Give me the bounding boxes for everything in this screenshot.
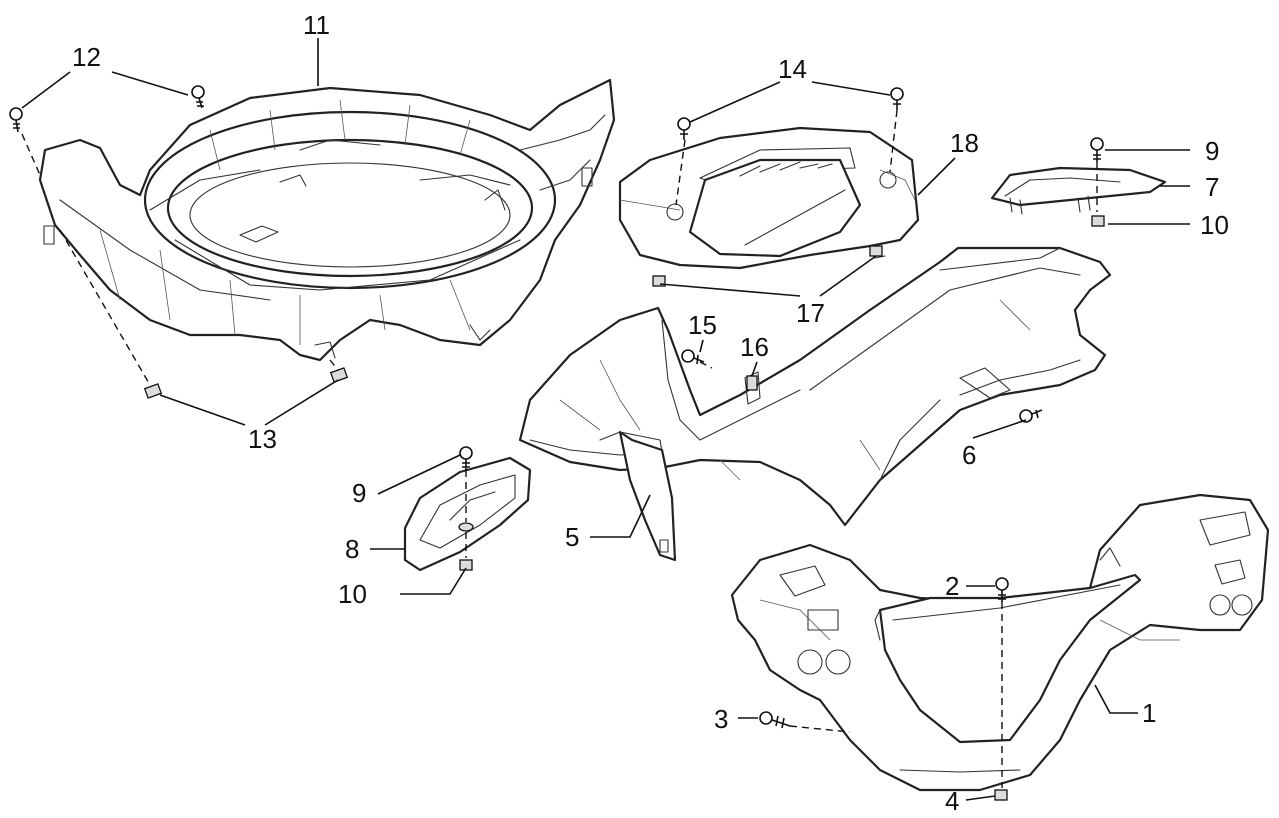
leader-6 bbox=[972, 419, 1027, 439]
callout-18: 18 bbox=[950, 128, 979, 158]
screw-3 bbox=[759, 711, 791, 729]
callout-14: 14 bbox=[778, 54, 807, 84]
callout-16: 16 bbox=[740, 332, 769, 362]
screw-12-left bbox=[9, 107, 23, 133]
leader-13 bbox=[159, 379, 339, 426]
callout-9-bottom: 9 bbox=[352, 478, 366, 508]
leader-18 bbox=[917, 157, 956, 196]
callout-11: 11 bbox=[303, 10, 330, 40]
clip-10-bottom bbox=[459, 559, 473, 571]
callout-6: 6 bbox=[962, 440, 976, 470]
screw-12-right bbox=[191, 85, 205, 109]
callout-9-top: 9 bbox=[1205, 136, 1219, 166]
leader-9-bottom bbox=[377, 454, 461, 495]
callout-15: 15 bbox=[688, 310, 717, 340]
leader-17 bbox=[659, 255, 877, 297]
clip-16 bbox=[746, 375, 758, 391]
callout-12: 12 bbox=[72, 42, 101, 72]
leader-5 bbox=[590, 494, 651, 538]
screw-2 bbox=[995, 577, 1009, 602]
leader-10-bottom bbox=[400, 567, 467, 595]
part-1-handlebar-lower-cover bbox=[730, 493, 1270, 792]
part-11-rear-handlebar-cover bbox=[38, 78, 616, 362]
callout-5: 5 bbox=[565, 522, 579, 552]
clip-13-left bbox=[143, 383, 163, 399]
leader-14 bbox=[689, 81, 891, 123]
callout-7: 7 bbox=[1205, 172, 1219, 202]
leader-12 bbox=[21, 71, 189, 109]
callout-10-top: 10 bbox=[1200, 210, 1229, 240]
clip-13-right bbox=[329, 367, 349, 383]
leader-1 bbox=[1094, 684, 1138, 714]
callout-1: 1 bbox=[1142, 698, 1156, 728]
screw-9-top bbox=[1090, 137, 1104, 162]
callout-13: 13 bbox=[248, 424, 277, 454]
clip-4 bbox=[994, 789, 1008, 801]
screw-14-left bbox=[677, 117, 691, 140]
part-5-front-handlebar-cover bbox=[518, 246, 1112, 562]
callout-3: 3 bbox=[714, 704, 728, 734]
callout-17: 17 bbox=[796, 298, 825, 328]
leader-16 bbox=[751, 361, 758, 377]
clip-10-top bbox=[1091, 215, 1105, 227]
screw-9-bottom bbox=[459, 446, 473, 470]
callout-4: 4 bbox=[945, 786, 959, 816]
part-8-small-cover bbox=[403, 456, 532, 572]
clip-17 bbox=[869, 245, 883, 257]
screw-15 bbox=[681, 349, 705, 365]
callout-8: 8 bbox=[345, 534, 359, 564]
screw-6 bbox=[1019, 409, 1043, 423]
leader-15 bbox=[699, 339, 704, 353]
callout-10-bottom: 10 bbox=[338, 579, 367, 609]
leader-4 bbox=[965, 795, 996, 801]
screw-14-right bbox=[890, 87, 904, 110]
part-18-instrument-housing bbox=[618, 126, 920, 287]
part-7-small-cover bbox=[990, 166, 1167, 215]
callout-2: 2 bbox=[945, 571, 959, 601]
